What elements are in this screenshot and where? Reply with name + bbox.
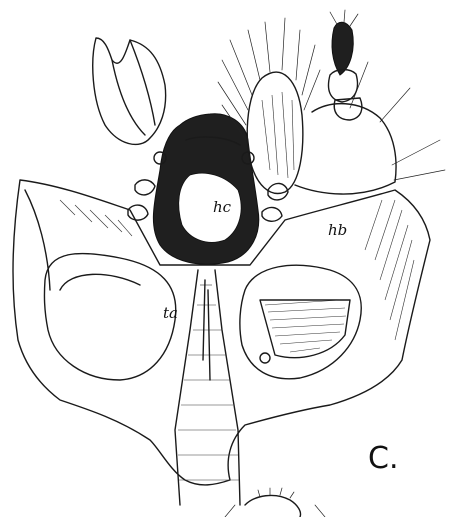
central-coxa xyxy=(153,114,258,265)
left-appendage-outline xyxy=(93,38,166,144)
right-side-shading xyxy=(365,200,414,340)
left-side-shading xyxy=(60,200,132,236)
label-ta: ta xyxy=(163,304,178,322)
central-channel xyxy=(175,270,240,505)
label-hc: hc xyxy=(213,198,232,216)
panel-label: C. xyxy=(368,441,398,476)
label-hb: hb xyxy=(328,221,347,239)
right-oval-cavity xyxy=(240,265,361,379)
left-oval-cavity xyxy=(44,253,175,380)
right-large-segment xyxy=(295,62,445,194)
